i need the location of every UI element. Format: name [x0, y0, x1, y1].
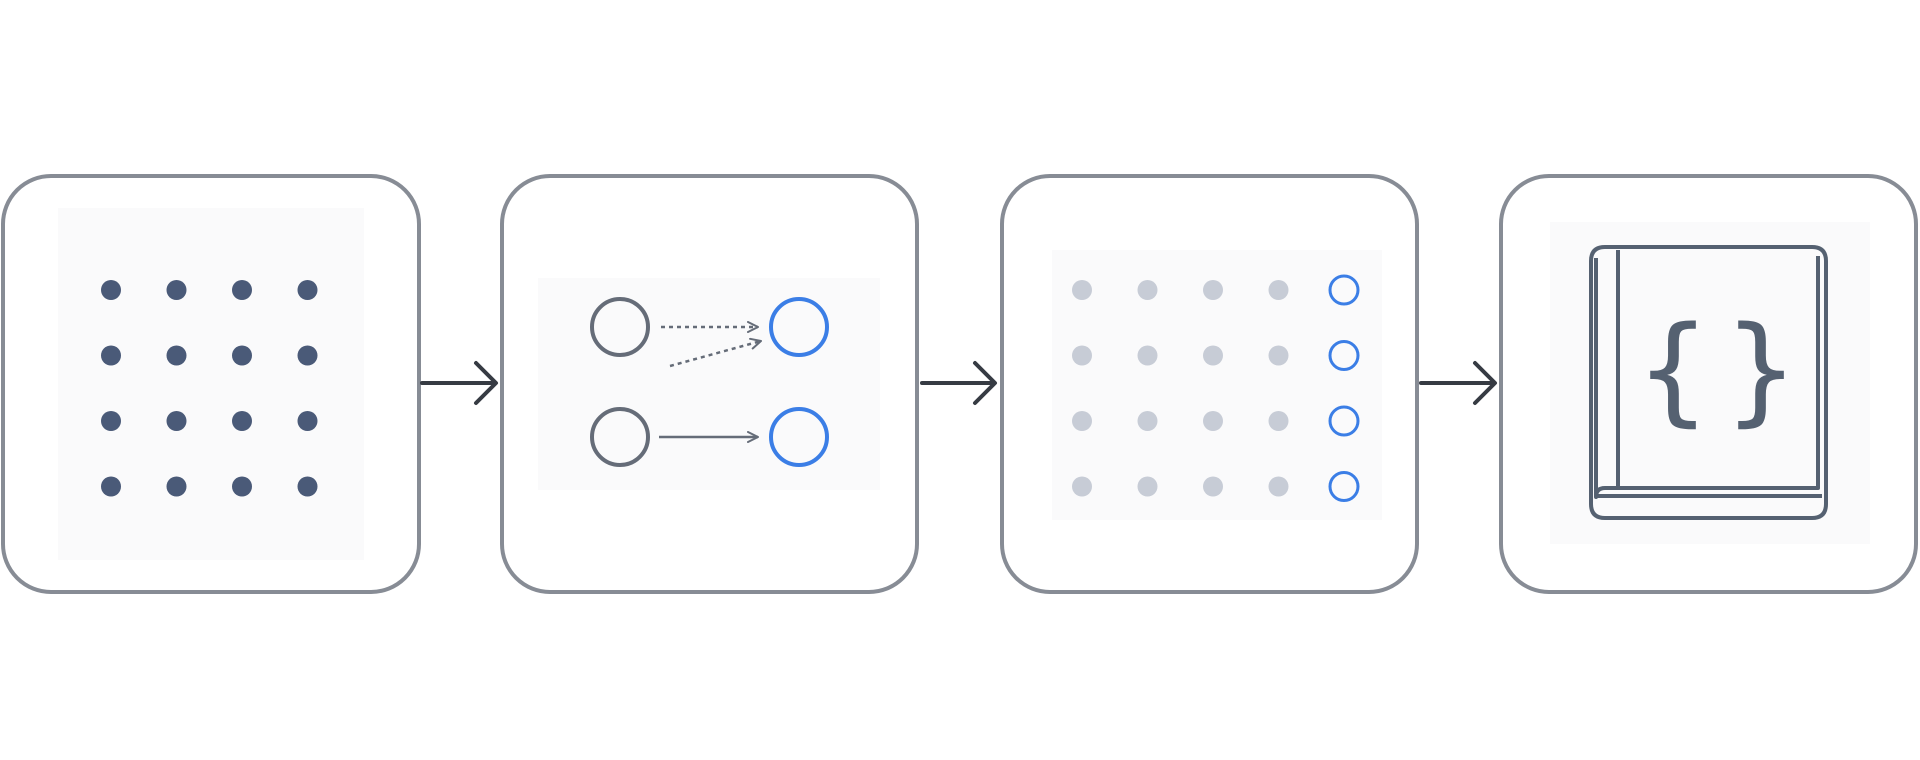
grid-dot-muted — [1203, 345, 1223, 366]
grid-dot-muted — [1137, 476, 1158, 497]
grid-dot — [101, 411, 121, 431]
grid-dot-muted — [1203, 280, 1223, 300]
grid-dot-muted — [1203, 476, 1223, 497]
grid-dot — [101, 345, 121, 366]
highlighted-node — [1328, 274, 1360, 306]
grid-dot — [101, 476, 121, 497]
grid-dot — [101, 280, 121, 300]
arrow-right-icon — [1419, 361, 1497, 405]
grid-dot — [232, 476, 252, 497]
grid-dot — [297, 345, 318, 366]
grid-dot — [297, 411, 318, 431]
grid-dot-muted — [1072, 476, 1092, 497]
grid-dot — [166, 476, 187, 497]
highlighted-node — [1328, 471, 1360, 502]
target-node-top — [769, 297, 829, 357]
grid-dot — [232, 345, 252, 366]
grid-dot-muted — [1268, 280, 1289, 300]
highlighted-column-grid-icon — [1072, 274, 1360, 502]
right-brace: } — [1725, 300, 1796, 438]
highlighted-node — [1328, 340, 1360, 371]
grid-dot-muted — [1072, 345, 1092, 366]
grid-dot-muted — [1268, 345, 1289, 366]
grid-dot — [232, 280, 252, 300]
grid-dot — [166, 280, 187, 300]
grid-dot — [297, 280, 318, 300]
grid-dot — [232, 411, 252, 431]
arrow-right-icon — [920, 361, 997, 405]
arrow-right-icon — [420, 361, 498, 405]
step-3-panel — [1000, 174, 1419, 594]
grid-dot-muted — [1203, 411, 1223, 431]
dot-grid-icon — [101, 280, 318, 497]
source-node-bottom — [590, 407, 650, 467]
grid-dot-muted — [1137, 411, 1158, 431]
grid-dot-muted — [1268, 476, 1289, 497]
code-book-icon — [1589, 245, 1828, 520]
grid-dot — [297, 476, 318, 497]
step-1-panel — [1, 174, 421, 594]
grid-dot — [166, 411, 187, 431]
highlighted-node — [1328, 405, 1360, 437]
grid-dot-muted — [1072, 411, 1092, 431]
step-2-backdrop — [538, 278, 880, 490]
node-mapping-icon — [590, 297, 829, 467]
step-1-backdrop — [58, 208, 364, 560]
grid-dot-muted — [1137, 280, 1158, 300]
grid-dot — [166, 345, 187, 366]
left-brace: { — [1637, 300, 1708, 438]
grid-dot-muted — [1268, 411, 1289, 431]
grid-dot-muted — [1137, 345, 1158, 366]
step-4-panel: { } — [1499, 174, 1918, 594]
target-node-bottom — [769, 407, 829, 467]
step-2-panel — [500, 174, 919, 594]
source-node-top — [590, 297, 650, 357]
grid-dot-muted — [1072, 280, 1092, 300]
